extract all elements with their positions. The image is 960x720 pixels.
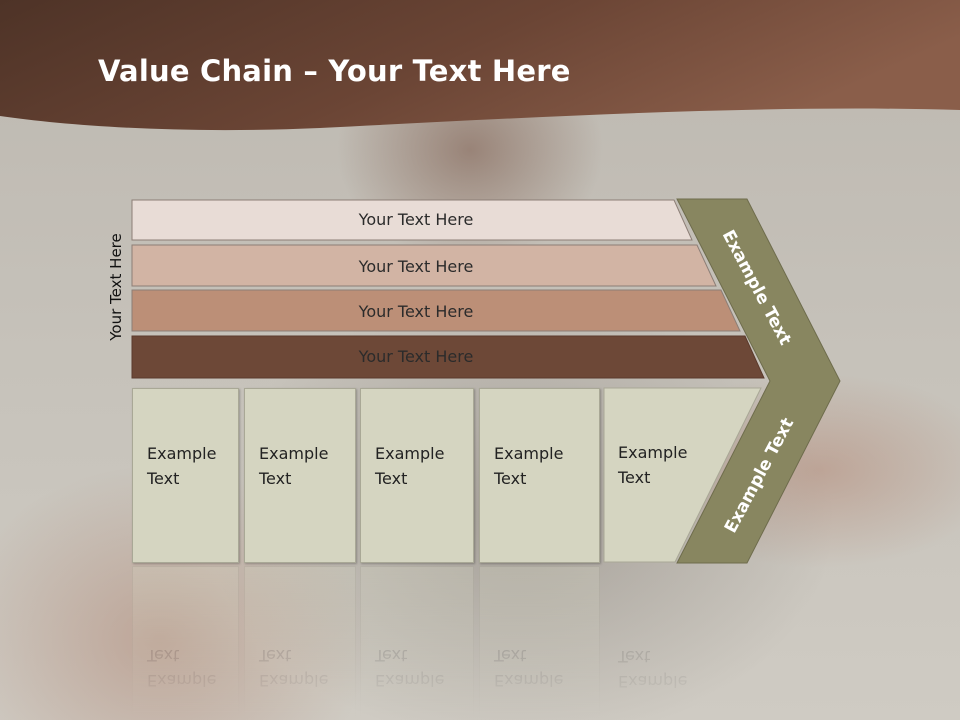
title-bold: Value Chain [98,54,294,88]
activity-box-2[interactable]: Example Text [244,388,356,563]
box-3-line2: Text [375,469,408,488]
box-2-line2: Text [259,469,292,488]
activity-box-4[interactable]: Example Text [479,388,600,563]
bar-3-label: Your Text Here [358,302,474,321]
bar-1[interactable] [131,199,693,241]
activity-box-3[interactable]: Example Text [360,388,474,563]
bar-1-label: Your Text Here [358,210,474,229]
box-2-line1: Example [259,444,329,463]
bar-2[interactable] [131,244,717,287]
bar-2-label: Your Text Here [358,257,474,276]
box-1-line1: Example [147,444,217,463]
box-5-line2: Text [618,468,651,487]
activity-box-5[interactable]: Example Text [604,388,724,563]
box-1-line2: Text [147,469,180,488]
page-title: Value Chain – Your Text Here [98,54,571,88]
box-4-line2: Text [494,469,527,488]
box-4-line1: Example [494,444,564,463]
bar-4-label: Your Text Here [358,347,474,366]
chevron[interactable] [676,198,841,564]
box-3-line1: Example [375,444,445,463]
box-5-line1: Example [618,443,688,462]
activity-box-1[interactable]: Example Text [132,388,239,563]
bar-3[interactable] [131,289,741,332]
header-band [0,0,960,131]
bar-4[interactable] [131,335,765,379]
title-rest: – Your Text Here [293,54,571,88]
